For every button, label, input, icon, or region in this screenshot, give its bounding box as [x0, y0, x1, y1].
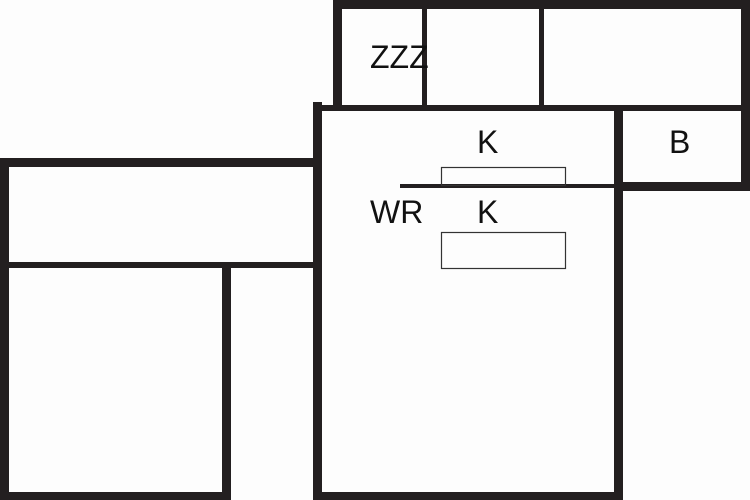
label-kitchen-bottom: K: [477, 194, 498, 230]
label-zzz: ZZZ: [370, 39, 429, 75]
wall-top-bottom: [313, 105, 750, 111]
wall-left-divider: [222, 266, 231, 500]
wall-left: [0, 158, 9, 500]
wall-left-top: [0, 158, 322, 167]
counter-top: [440, 166, 567, 187]
wall-left-bottom: [0, 492, 231, 500]
wall-divider-2: [539, 0, 544, 111]
wall-center-bottom: [322, 492, 623, 500]
label-kitchen-top: K: [477, 124, 498, 160]
wall-bath-bottom: [614, 182, 750, 191]
wall-center-left: [313, 102, 322, 500]
label-bath: B: [669, 124, 690, 160]
label-wr: WR: [370, 194, 423, 230]
wall-top-left: [333, 0, 342, 111]
counter-bottom: [440, 231, 567, 270]
wall-right: [741, 0, 750, 191]
wall-center-right: [614, 110, 623, 500]
wall-divider-1: [422, 0, 427, 111]
wall-left-inner: [0, 262, 322, 268]
